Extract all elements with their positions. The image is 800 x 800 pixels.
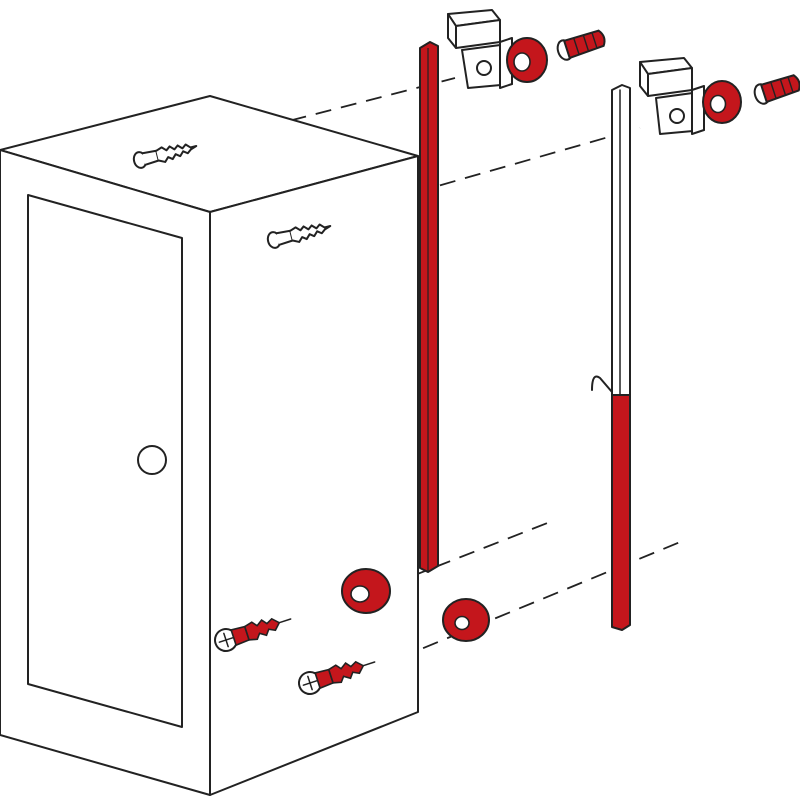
mounting-bracket-left (447, 9, 513, 89)
white-mounting-rail (591, 84, 631, 631)
screw-with-anchor-right (298, 660, 376, 695)
guide-line-bottom-left (289, 519, 556, 625)
washer-icon (341, 568, 391, 614)
washer-icon (506, 37, 548, 83)
cabinet-door (27, 194, 183, 728)
guide-line-bottom-right (374, 539, 686, 669)
door-knob (137, 445, 167, 475)
red-mounting-rail (419, 41, 439, 573)
washer-icon (442, 598, 490, 642)
cabinet (0, 95, 419, 796)
mounting-bracket-right (639, 57, 705, 135)
anchor-icon (556, 29, 606, 61)
screw-with-anchor-left (214, 617, 292, 652)
cabinet-side (209, 155, 419, 796)
washer-icon (702, 80, 742, 124)
anchor-icon (753, 74, 800, 105)
